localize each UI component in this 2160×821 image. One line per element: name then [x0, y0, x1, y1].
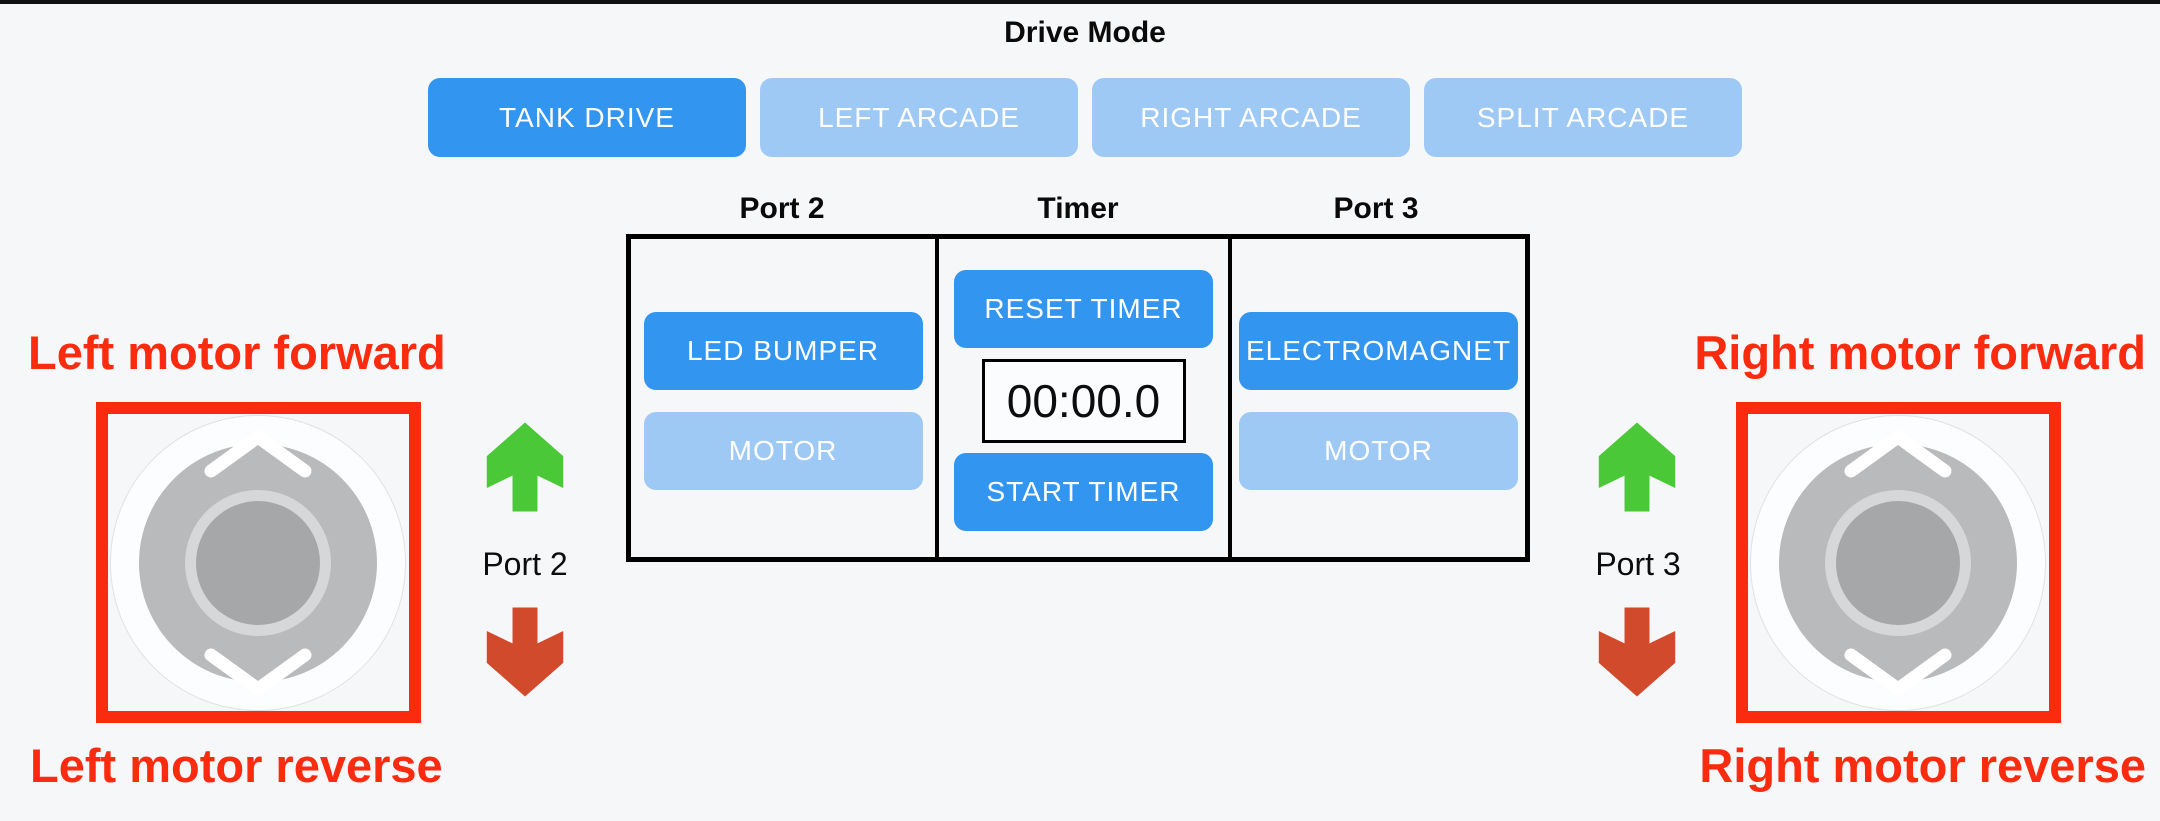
right-motor-forward-label: Right motor forward	[1694, 326, 2146, 379]
right-reverse-arrow-icon	[1598, 607, 1676, 697]
right-joystick-knob[interactable]	[1836, 501, 1960, 625]
left-joystick-knob[interactable]	[196, 501, 320, 625]
led-bumper-button[interactable]: LED BUMPER	[643, 312, 923, 390]
electromagnet-button[interactable]: ELECTROMAGNET	[1239, 312, 1518, 390]
timer-column-header: Timer	[1037, 192, 1119, 225]
port3-column: ELECTROMAGNET MOTOR	[1228, 239, 1525, 557]
left-joystick-highlight-box	[96, 402, 421, 723]
right-joystick[interactable]	[1750, 415, 2046, 711]
right-forward-arrow-icon	[1598, 422, 1676, 512]
right-joystick-highlight-box	[1736, 402, 2061, 723]
left-port-label: Port 2	[482, 546, 568, 582]
right-motor-reverse-label: Right motor reverse	[1699, 739, 2146, 792]
port2-column: LED BUMPER MOTOR	[631, 239, 935, 557]
right-port-label: Port 3	[1595, 546, 1681, 582]
device-panel: LED BUMPER MOTOR RESET TIMER 00:00.0 STA…	[626, 234, 1530, 562]
timer-display: 00:00.0	[981, 359, 1186, 443]
left-motor-reverse-label: Left motor reverse	[30, 739, 443, 792]
reset-timer-button[interactable]: RESET TIMER	[954, 270, 1213, 348]
left-joystick[interactable]	[110, 415, 406, 711]
chevron-up-icon	[204, 430, 312, 478]
window-top-edge	[0, 0, 2160, 4]
chevron-down-icon	[1844, 648, 1952, 696]
left-motor-forward-label: Left motor forward	[28, 326, 446, 379]
drive-mode-button-row: TANK DRIVE LEFT ARCADE RIGHT ARCADE SPLI…	[428, 78, 1742, 157]
start-timer-button[interactable]: START TIMER	[954, 453, 1213, 531]
chevron-down-icon	[204, 648, 312, 696]
left-reverse-arrow-icon	[486, 607, 564, 697]
drive-mode-title: Drive Mode	[1004, 16, 1166, 49]
split-arcade-button[interactable]: SPLIT ARCADE	[1424, 78, 1742, 157]
port3-motor-button[interactable]: MOTOR	[1239, 412, 1518, 490]
port2-column-header: Port 2	[739, 192, 825, 225]
chevron-up-icon	[1844, 430, 1952, 478]
port3-column-header: Port 3	[1333, 192, 1419, 225]
left-arcade-button[interactable]: LEFT ARCADE	[760, 78, 1078, 157]
left-forward-arrow-icon	[486, 422, 564, 512]
right-arcade-button[interactable]: RIGHT ARCADE	[1092, 78, 1410, 157]
port2-motor-button[interactable]: MOTOR	[643, 412, 923, 490]
tank-drive-button[interactable]: TANK DRIVE	[428, 78, 746, 157]
timer-column: RESET TIMER 00:00.0 START TIMER	[935, 239, 1228, 557]
